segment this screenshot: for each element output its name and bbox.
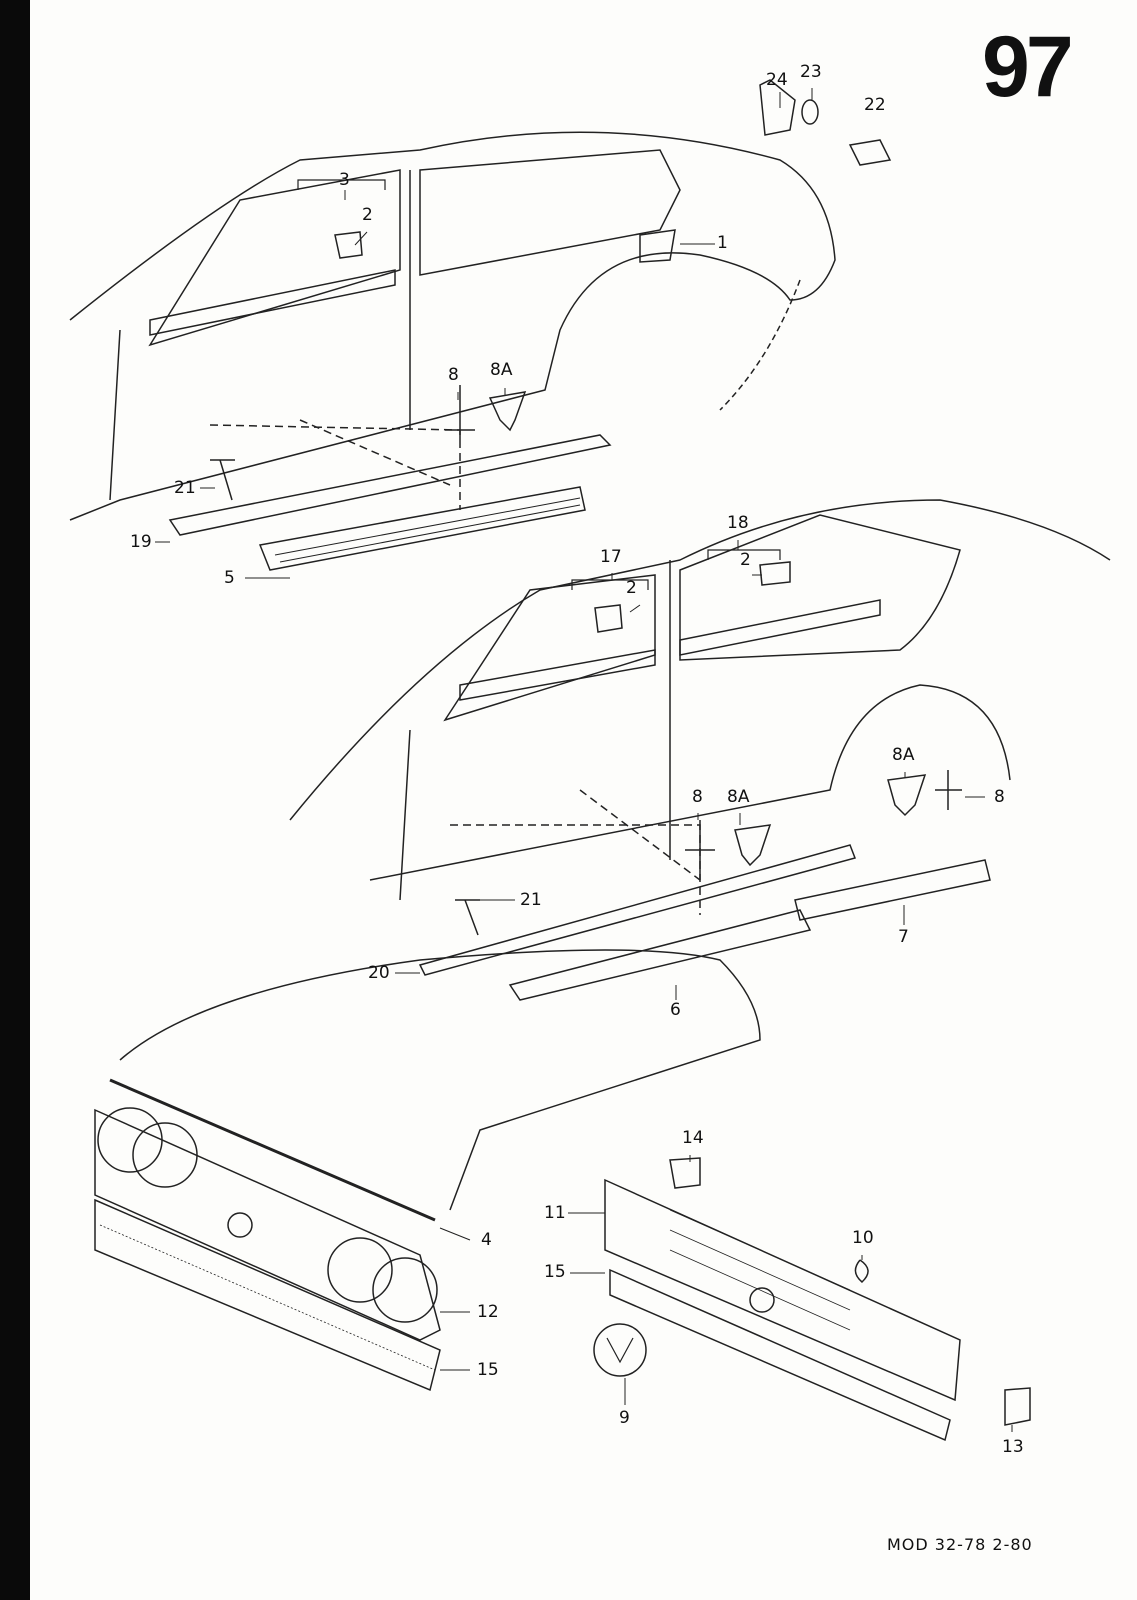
callout-20: 20 bbox=[368, 963, 390, 983]
callout-18: 18 bbox=[727, 513, 749, 533]
callout-21: 21 bbox=[174, 478, 196, 498]
front-hood-and-grilles bbox=[94, 79, 1031, 1442]
callout-8a: 8A bbox=[727, 787, 750, 807]
callout-2: 2 bbox=[740, 550, 751, 570]
callout-8: 8 bbox=[448, 365, 459, 385]
callout-2: 2 bbox=[626, 578, 637, 598]
callout-17: 17 bbox=[600, 547, 622, 567]
callout-10: 10 bbox=[852, 1228, 874, 1248]
page-number: 97 bbox=[982, 19, 1074, 115]
callout-8: 8 bbox=[994, 787, 1005, 807]
upper-car-body bbox=[69, 131, 836, 571]
callout-2: 2 bbox=[362, 205, 373, 225]
callout-12: 12 bbox=[477, 1302, 499, 1322]
callout-13: 13 bbox=[1002, 1437, 1024, 1457]
callout-15: 15 bbox=[477, 1360, 499, 1380]
callout-7: 7 bbox=[898, 927, 909, 947]
callout-8a: 8A bbox=[490, 360, 513, 380]
callout-11: 11 bbox=[544, 1203, 566, 1223]
callout-4: 4 bbox=[481, 1230, 492, 1250]
callout-19: 19 bbox=[130, 532, 152, 552]
callout-14: 14 bbox=[682, 1128, 704, 1148]
callout-1: 1 bbox=[717, 233, 728, 253]
callout-9: 9 bbox=[619, 1408, 630, 1428]
callout-22: 22 bbox=[864, 95, 886, 115]
callout-23: 23 bbox=[800, 62, 822, 82]
lower-car-body bbox=[289, 499, 1111, 1001]
callout-8a: 8A bbox=[892, 745, 915, 765]
callout-3: 3 bbox=[339, 170, 350, 190]
callout-15: 15 bbox=[544, 1262, 566, 1282]
model-reference-footer: MOD 32-78 2-80 bbox=[887, 1535, 1033, 1554]
callout-24: 24 bbox=[766, 70, 788, 90]
callout-6: 6 bbox=[670, 1000, 681, 1020]
leader-lines bbox=[155, 88, 1013, 1432]
callout-21: 21 bbox=[520, 890, 542, 910]
callout-5: 5 bbox=[224, 568, 235, 588]
binding-edge bbox=[0, 0, 30, 1600]
callout-8: 8 bbox=[692, 787, 703, 807]
